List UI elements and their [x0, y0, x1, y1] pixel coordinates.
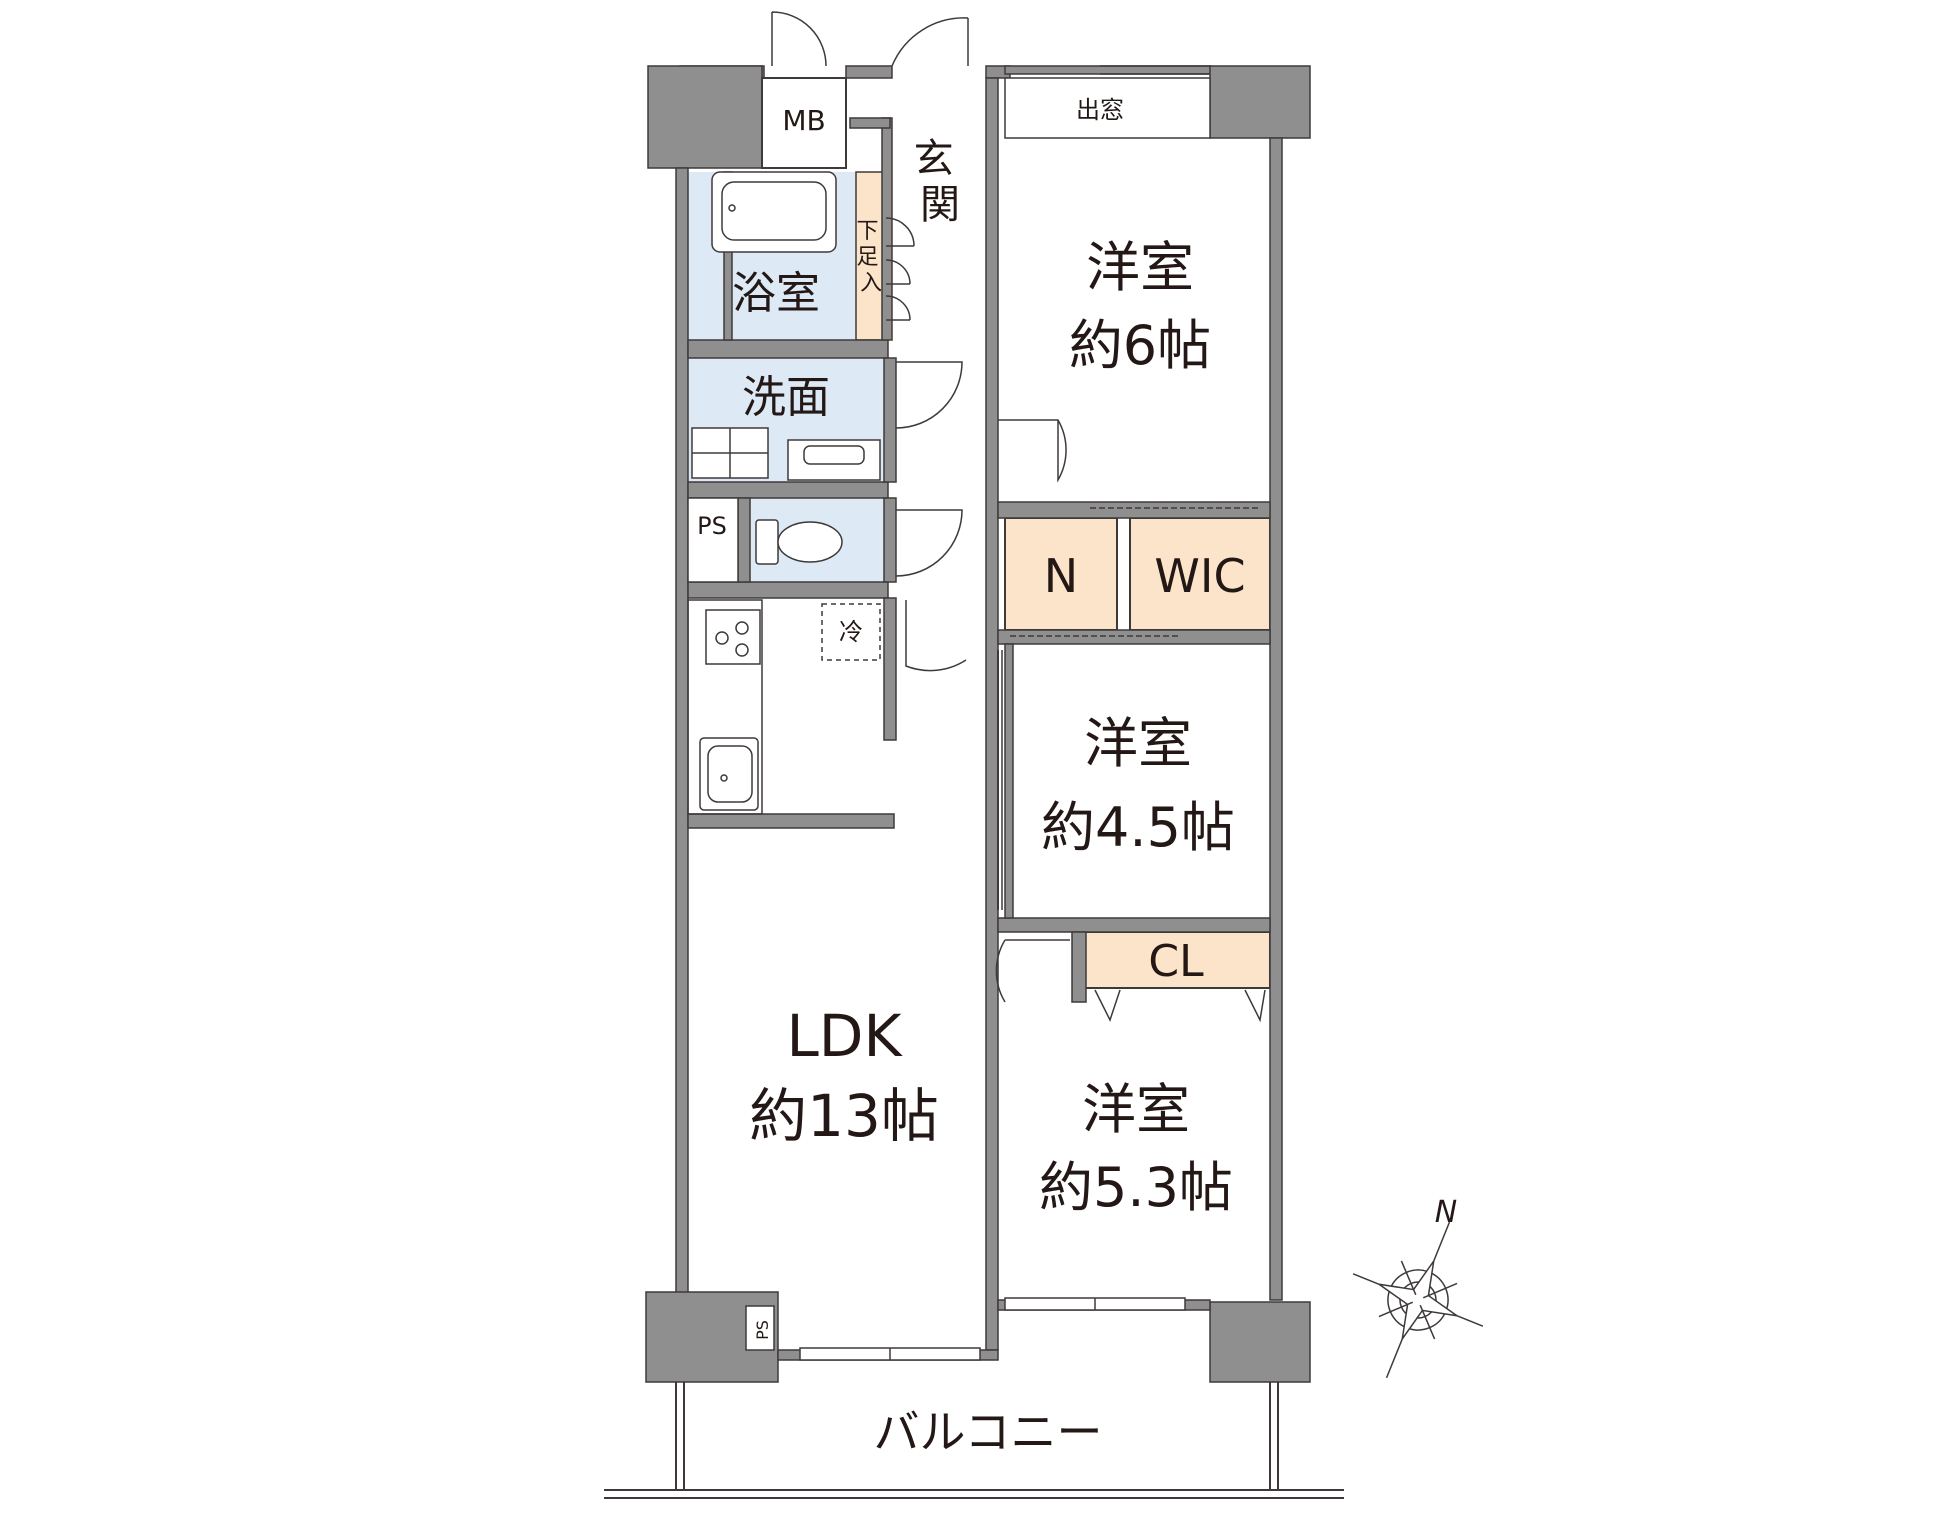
walls — [645, 65, 1311, 1383]
room3-size-label: 約5.3帖 — [1039, 1156, 1233, 1219]
mb-box — [761, 77, 847, 169]
ps-upper-label: PS — [697, 512, 727, 540]
kitchen-counter — [687, 599, 763, 815]
entrance-char-1: 玄 — [914, 136, 954, 182]
shoe-char-2: 足 — [856, 245, 878, 270]
ps-upper-box — [687, 497, 739, 583]
doors — [771, 11, 1266, 1023]
ldk-size-label: 約13帖 — [749, 1082, 939, 1150]
fridge-label: 冷 — [839, 618, 863, 646]
room3-name-label: 洋室 — [1082, 1078, 1190, 1141]
fridge-space — [821, 603, 881, 661]
compass-north-label: N — [1435, 1195, 1457, 1230]
windows — [799, 65, 1260, 1361]
closet-label: CL — [1148, 936, 1204, 987]
room2-name-label: 洋室 — [1084, 712, 1192, 775]
bay-window-label: 出窓 — [1076, 96, 1124, 124]
balcony-label: バルコニー — [873, 1405, 1102, 1459]
bath-label: 浴室 — [732, 268, 820, 319]
entrance-label: 玄 関 — [914, 136, 967, 228]
shoe-char-1: 下 — [856, 219, 878, 244]
shoe-storage-label: 下 足 入 — [856, 219, 885, 296]
column-top-right — [1209, 65, 1311, 139]
wic-label: WIC — [1154, 549, 1245, 603]
toilet — [755, 519, 779, 565]
column-bottom-right — [1209, 1301, 1311, 1383]
mb-label: MB — [782, 104, 825, 137]
shoe-char-3: 入 — [860, 271, 882, 296]
stove — [705, 609, 761, 665]
column-top-left — [647, 65, 763, 169]
closet-area — [1084, 931, 1271, 989]
balcony-rail — [604, 1382, 1344, 1499]
fixtures — [691, 171, 881, 811]
room2-size-label: 約4.5帖 — [1041, 796, 1235, 859]
compass-rose — [1352, 1221, 1484, 1379]
ldk-name-label: LDK — [786, 1002, 903, 1070]
room1-size-label: 約6帖 — [1069, 314, 1211, 377]
entrance-char-2: 関 — [920, 182, 960, 228]
ps-lower-box — [745, 1305, 775, 1351]
ps-lower-label: PS — [753, 1320, 772, 1340]
room1-name-label: 洋室 — [1086, 236, 1194, 299]
n-storage-label: N — [1044, 549, 1078, 603]
washroom-label: 洗面 — [742, 372, 830, 423]
